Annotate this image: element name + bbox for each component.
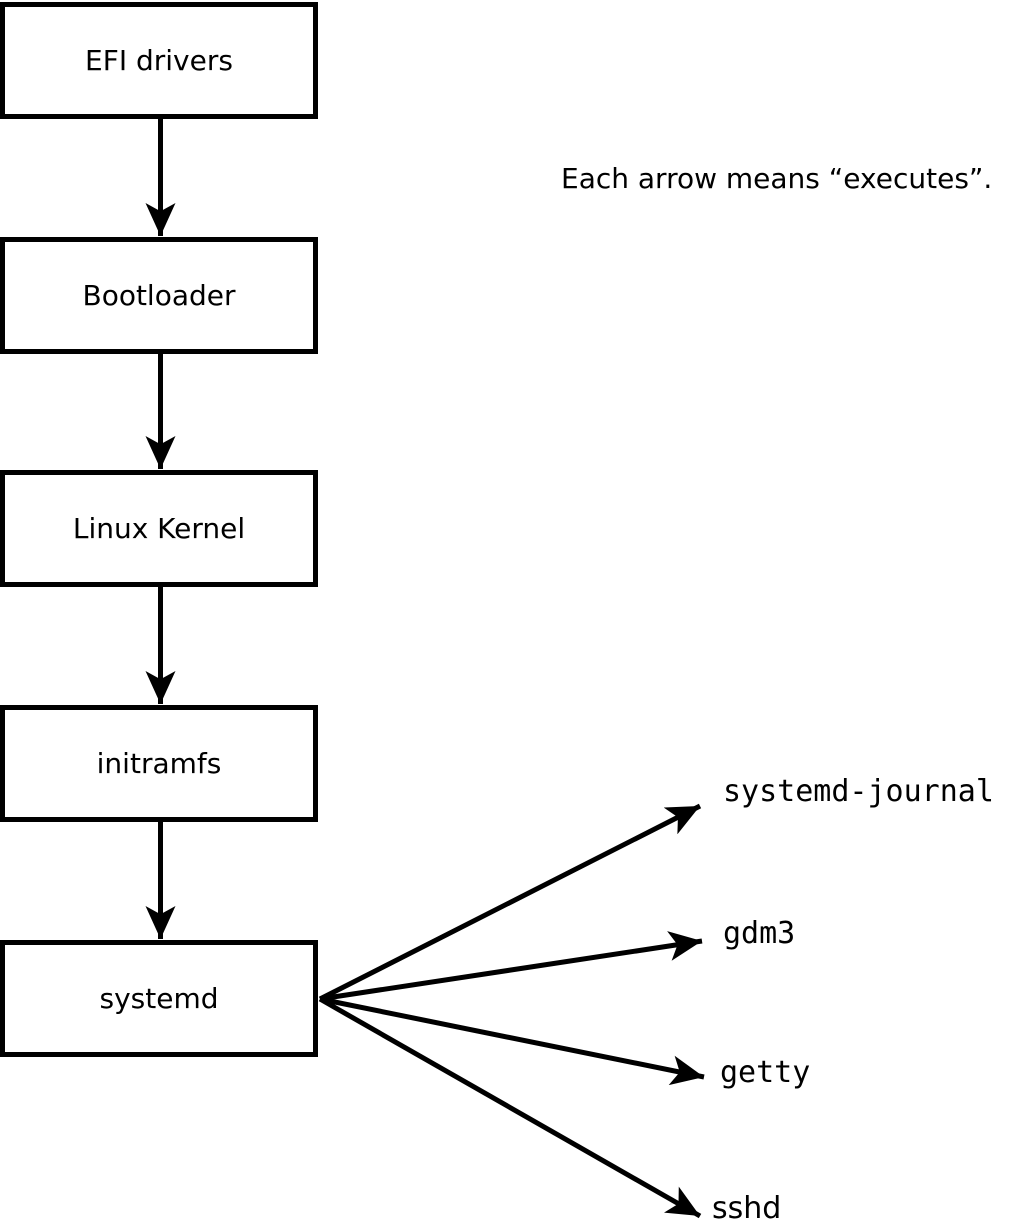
arrow-systemd-to-journal [318,803,702,1002]
node-linux-kernel: Linux Kernel [0,470,318,587]
arrow-legend-text: Each arrow means “executes”. [561,162,993,195]
node-initramfs: initramfs [0,705,318,822]
node-systemd: systemd [0,940,318,1057]
node-initramfs-label: initramfs [96,746,222,780]
node-linux-kernel-label: Linux Kernel [72,511,246,545]
service-label-sshd: sshd [712,1191,782,1226]
node-bootloader: Bootloader [0,237,318,354]
node-bootloader-label: Bootloader [82,278,236,312]
arrow-systemd-to-getty [319,996,705,1086]
service-label-getty: getty [720,1055,811,1090]
arrow-systemd-to-gdm3 [319,931,703,1002]
arrow-systemd-to-sshd [318,996,702,1219]
service-label-gdm3: gdm3 [723,916,796,951]
node-efi-drivers-label: EFI drivers [85,43,233,77]
service-label-systemd-journal: systemd-journal [723,774,994,809]
node-systemd-label: systemd [99,981,219,1015]
node-efi-drivers: EFI drivers [0,2,318,119]
